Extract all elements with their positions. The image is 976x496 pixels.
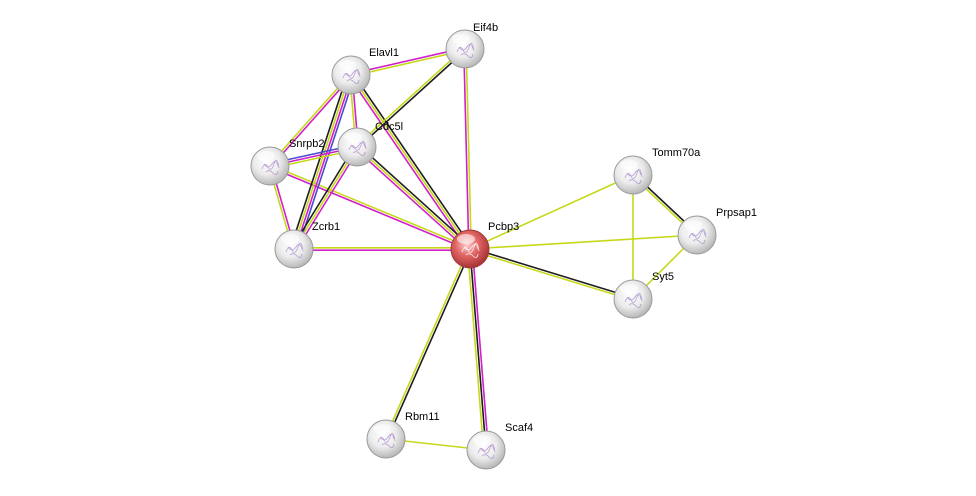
protein-structure-icon (477, 443, 496, 459)
edge-evidence-textmining (351, 49, 466, 77)
protein-node-pcbp3[interactable] (450, 229, 490, 269)
edge-evidence-experiments (294, 75, 353, 250)
protein-label-eif4b: Eif4b (473, 22, 498, 34)
edge-evidence-coexpression (470, 247, 634, 299)
edge-evidence-textmining (350, 74, 471, 250)
protein-structure-icon (624, 168, 643, 184)
edge-evidence-coexpression (352, 73, 473, 249)
edge-pcbp3-elavl1[interactable] (348, 73, 473, 251)
protein-node-syt5[interactable] (613, 279, 653, 319)
edge-evidence-coexpression (291, 145, 356, 249)
edge-pcbp3-cdc5l[interactable] (354, 144, 473, 252)
node-highlight (457, 234, 475, 244)
edge-pcbp3-prpsap1[interactable] (469, 234, 698, 250)
edge-evidence-textmining (465, 48, 472, 249)
edge-elavl1-snrpb2[interactable] (268, 73, 353, 168)
edge-evidence-experiments (295, 147, 360, 251)
edge-evidence-experiments (350, 47, 465, 75)
edge-pcbp3-snrpb2[interactable] (269, 164, 471, 251)
protein-structure-icon (624, 292, 643, 308)
edge-cdc5l-zcrb1[interactable] (291, 145, 360, 251)
protein-structure-icon (348, 140, 367, 156)
edge-evidence-coexpression (469, 248, 487, 451)
edge-evidence-experiments (270, 75, 353, 168)
edge-elavl1-zcrb1[interactable] (289, 73, 356, 251)
node-highlight (620, 284, 638, 294)
protein-label-scaf4: Scaf4 (505, 422, 533, 434)
protein-node-elavl1[interactable] (331, 55, 371, 95)
node-highlight (452, 34, 470, 44)
edge-evidence-textmining (355, 47, 465, 147)
protein-node-zcrb1[interactable] (274, 229, 314, 269)
edge-evidence-textmining (293, 146, 358, 250)
protein-node-rbm11[interactable] (366, 419, 406, 459)
node-highlight (338, 60, 356, 70)
edge-pcbp3-rbm11[interactable] (384, 248, 472, 440)
edge-pcbp3-scaf4[interactable] (466, 248, 490, 451)
edge-cdc5l-eif4b[interactable] (355, 47, 467, 149)
protein-structure-icon (342, 68, 361, 84)
node-highlight (257, 151, 275, 161)
edge-evidence-textmining (268, 73, 351, 166)
node-highlight (373, 424, 391, 434)
protein-node-snrpb2[interactable] (250, 146, 290, 186)
edge-evidence-coexpression (358, 144, 473, 248)
protein-label-elavl1: Elavl1 (369, 47, 399, 59)
edge-evidence-experiments (471, 248, 490, 450)
node-highlight (473, 435, 491, 445)
edge-evidence-textmining (466, 249, 485, 451)
protein-structure-icon (285, 242, 304, 258)
edge-evidence-textmining (356, 146, 471, 250)
protein-node-scaf4[interactable] (466, 430, 506, 470)
node-highlight (281, 234, 299, 244)
edge-evidence-coexpression (289, 73, 349, 249)
protein-structure-icon (377, 432, 396, 448)
protein-label-prpsap1: Prpsap1 (716, 207, 757, 219)
edge-evidence-experiments (348, 75, 469, 251)
edge-elavl1-eif4b[interactable] (350, 47, 466, 77)
protein-structure-icon (688, 228, 707, 244)
edge-evidence-textmining (270, 164, 471, 249)
protein-label-zcrb1: Zcrb1 (312, 221, 340, 233)
protein-label-pcbp3: Pcbp3 (488, 221, 519, 233)
protein-structure-icon (261, 159, 280, 175)
edge-evidence-textmining (469, 174, 634, 250)
edge-evidence-textmining (469, 234, 698, 250)
edge-evidence-coexpression (357, 49, 467, 149)
node-highlight (684, 220, 702, 230)
protein-node-eif4b[interactable] (445, 29, 485, 69)
edge-evidence-experiments (463, 49, 470, 250)
protein-node-tomm70a[interactable] (613, 155, 653, 195)
protein-node-prpsap1[interactable] (677, 215, 717, 255)
edge-pcbp3-zcrb1[interactable] (294, 247, 470, 251)
protein-node-cdc5l[interactable] (337, 127, 377, 167)
protein-label-snrpb2: Snrpb2 (289, 138, 324, 150)
edge-evidence-textmining (292, 74, 351, 249)
protein-structure-icon (461, 242, 480, 258)
node-highlight (344, 132, 362, 142)
protein-label-tomm70a: Tomm70a (652, 147, 701, 159)
edge-pcbp3-eif4b[interactable] (463, 48, 472, 250)
edge-pcbp3-syt5[interactable] (469, 247, 634, 301)
edge-evidence-experiments (269, 166, 470, 251)
protein-label-cdc5l: Cdc5l (375, 121, 403, 133)
nodes-layer (250, 29, 717, 470)
edge-evidence-experiments (354, 148, 469, 252)
edge-pcbp3-tomm70a[interactable] (469, 174, 634, 250)
edge-evidence-coexpression (386, 249, 472, 440)
protein-label-rbm11: Rbm11 (405, 411, 440, 423)
node-highlight (620, 160, 638, 170)
edge-evidence-textmining (384, 248, 470, 439)
protein-structure-icon (456, 42, 475, 58)
edge-evidence-databases (296, 75, 356, 251)
edge-evidence-textmining (469, 249, 633, 301)
protein-label-syt5: Syt5 (652, 271, 674, 283)
